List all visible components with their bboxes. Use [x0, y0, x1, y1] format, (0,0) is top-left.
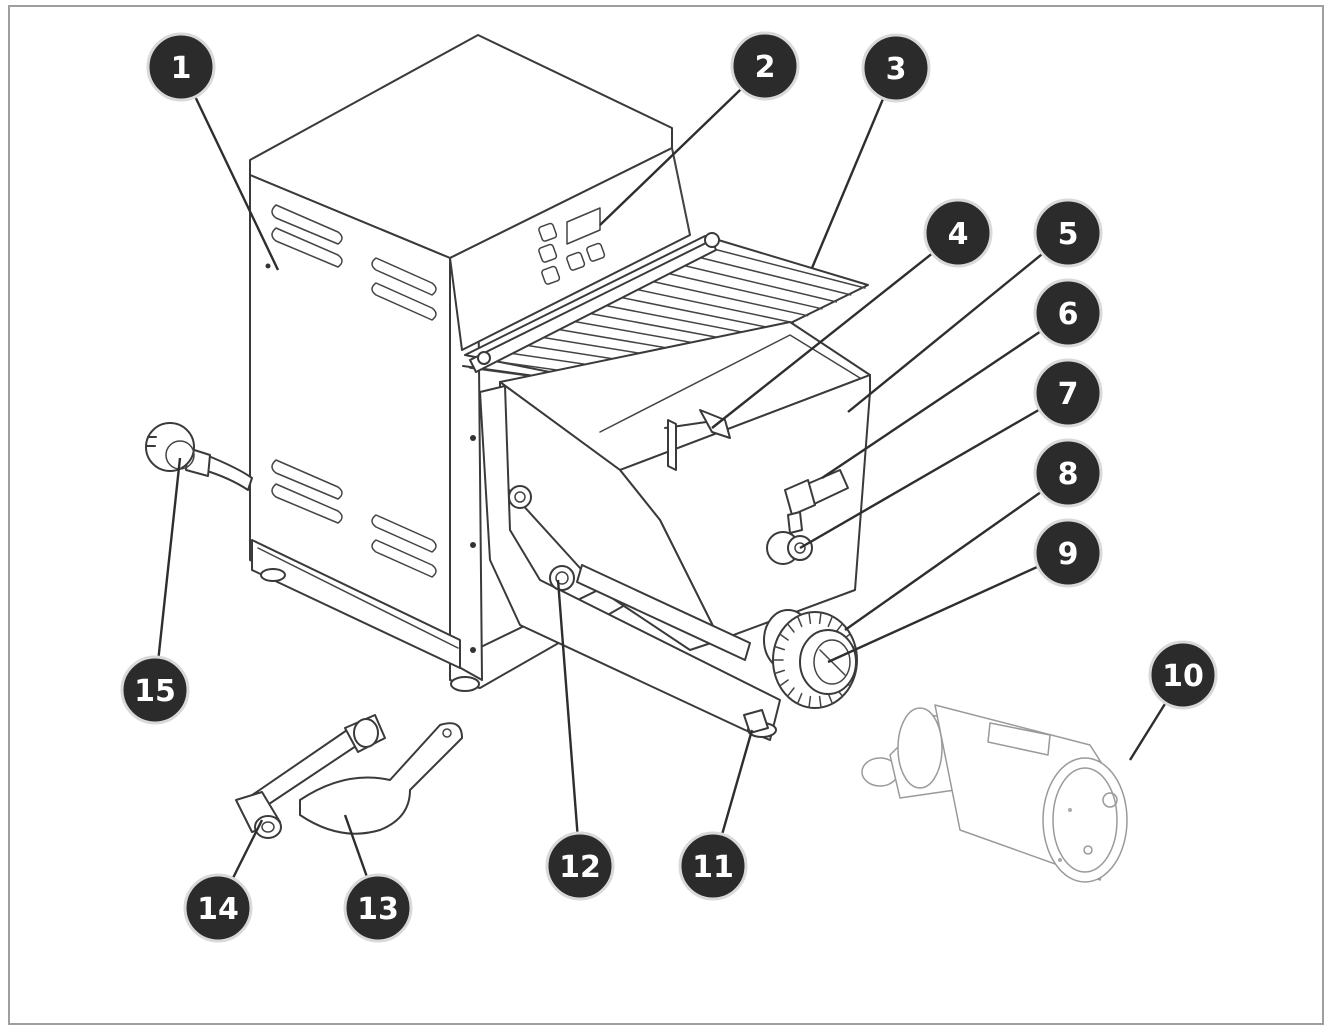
ventilation-slots	[271, 204, 437, 578]
grid-bar	[708, 247, 866, 289]
power-plug	[145, 422, 253, 491]
callout-number: 8	[1058, 457, 1079, 492]
callout-6: 6	[1033, 278, 1103, 348]
nut-rib	[827, 615, 834, 628]
leader-line-3	[810, 67, 898, 269]
callout-2: 2	[730, 31, 800, 101]
callout-number: 1	[171, 51, 192, 86]
nut-rib	[773, 645, 786, 651]
control-panel	[449, 147, 691, 351]
callout-number: 7	[1058, 377, 1079, 412]
grid-bar	[597, 303, 766, 338]
callout-circle	[545, 831, 615, 901]
callout-circle	[861, 33, 931, 103]
grid-bar	[661, 271, 823, 310]
nut-rib	[778, 679, 789, 687]
leader-line-4	[711, 232, 959, 429]
callout-7: 7	[1033, 358, 1103, 428]
leader-line-15	[153, 457, 182, 691]
leader-line-7	[799, 391, 1069, 550]
callout-14: 14	[183, 873, 253, 943]
callout-12: 12	[545, 831, 615, 901]
callout-circle	[678, 831, 748, 901]
callout-number: 9	[1058, 537, 1079, 572]
nut-rib	[796, 615, 803, 628]
callout-8: 8	[1033, 438, 1103, 508]
nut-rib	[786, 687, 795, 698]
callout-number: 13	[357, 892, 399, 927]
leader-line-12	[556, 579, 582, 867]
motor-unit	[861, 704, 1128, 883]
leader-line-6	[821, 312, 1069, 479]
grid-bar	[676, 263, 838, 303]
callout-9: 9	[1033, 518, 1103, 588]
leader-line-8	[844, 472, 1069, 631]
callout-number: 11	[692, 850, 734, 885]
callout-10: 10	[1148, 640, 1218, 710]
nut-rib	[786, 622, 795, 633]
callout-4: 4	[923, 198, 993, 268]
diagram-frame	[8, 5, 1324, 1025]
callout-11: 11	[678, 831, 748, 901]
callout-1: 1	[146, 32, 216, 102]
callout-3: 3	[861, 33, 931, 103]
callout-circle	[183, 873, 253, 943]
leader-line-5	[847, 232, 1069, 413]
leader-line-1	[179, 66, 280, 271]
callout-circle	[1148, 640, 1218, 710]
callout-circle	[1033, 198, 1103, 268]
grid-bar	[613, 295, 780, 331]
nut-rib	[773, 669, 786, 675]
grid-bar	[629, 287, 795, 324]
callout-15: 15	[120, 655, 190, 725]
sensor-assembly	[766, 469, 849, 565]
nut-rib	[818, 611, 822, 625]
callout-number: 4	[948, 217, 969, 252]
grid-bar	[692, 255, 852, 296]
callout-circle	[120, 655, 190, 725]
mixing-tank	[479, 321, 871, 741]
nut-rib	[796, 692, 803, 705]
spanner-wrench	[299, 722, 463, 835]
callout-circle	[1033, 278, 1103, 348]
callout-circle	[923, 198, 993, 268]
callout-circle	[730, 31, 800, 101]
callout-number: 15	[134, 674, 176, 709]
callout-number: 3	[886, 52, 907, 87]
callout-number: 5	[1058, 217, 1079, 252]
nut-rib	[827, 692, 834, 705]
callout-number: 14	[197, 892, 239, 927]
grid-bar	[645, 279, 809, 317]
socket-wrench	[235, 714, 386, 839]
leader-line-2	[599, 65, 766, 226]
callout-13: 13	[343, 873, 413, 943]
callout-circle	[1033, 438, 1103, 508]
callout-number: 10	[1162, 659, 1204, 694]
callout-circle	[146, 32, 216, 102]
leader-line-9	[827, 551, 1069, 664]
nut-rib	[808, 611, 812, 625]
callout-number: 2	[755, 50, 776, 85]
callout-number: 6	[1058, 297, 1079, 332]
nut-rib	[778, 633, 789, 641]
callout-circle	[343, 873, 413, 943]
callout-5: 5	[1033, 198, 1103, 268]
callout-circle	[1033, 518, 1103, 588]
callout-number: 12	[559, 850, 601, 885]
nut-rib	[808, 695, 812, 709]
nut-rib	[818, 695, 822, 709]
callout-circle	[1033, 358, 1103, 428]
outlet-ring-nut	[763, 609, 858, 709]
